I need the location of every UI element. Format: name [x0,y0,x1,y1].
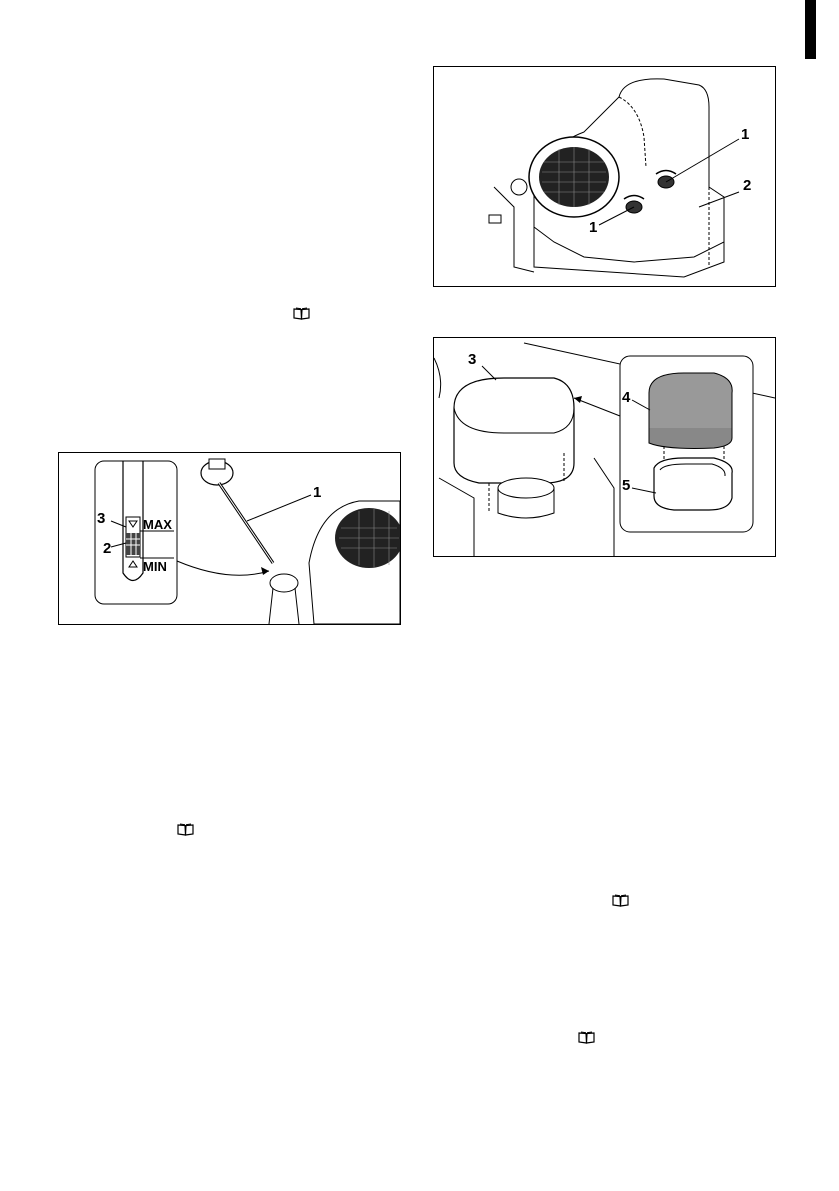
gauge-max-label: MAX [143,517,172,532]
page-edge-tab-marker [805,0,816,59]
book-icon [177,823,194,836]
callout-4: 4 [622,389,631,406]
figure-air-filter: 3 4 5 [433,337,776,557]
callout-3: 3 [468,351,476,368]
gauge-min-label: MIN [143,559,167,574]
book-icon [578,1031,595,1044]
figure-dipstick: MAX MIN 3 2 1 [58,452,401,625]
callout-1: 1 [589,219,597,236]
callout-1: 1 [313,484,321,501]
figure-engine-cover: 1 1 2 [433,66,776,287]
callout-5: 5 [622,477,630,494]
callout-2: 2 [743,177,751,194]
book-icon [293,307,310,320]
book-icon [612,894,629,907]
callout-2: 2 [103,540,111,557]
callout-3: 3 [97,510,105,527]
callout-1: 1 [741,126,749,143]
